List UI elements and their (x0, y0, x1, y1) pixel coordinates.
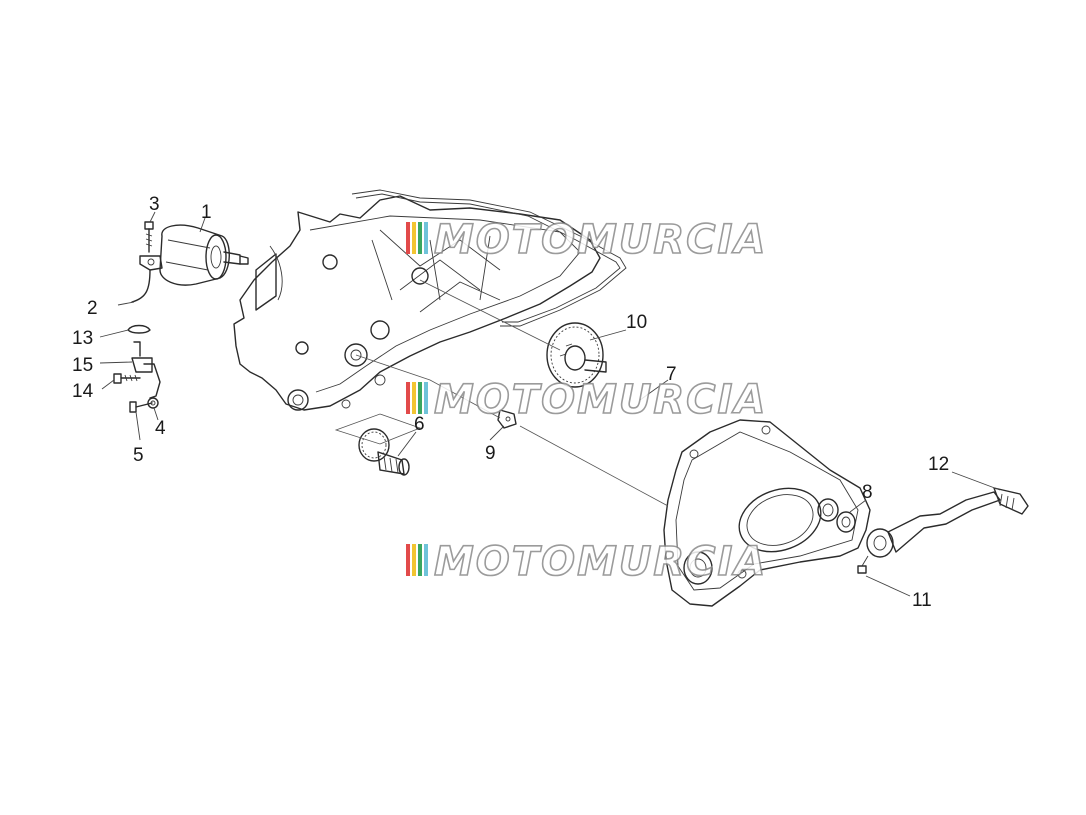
watermark-stripe (406, 222, 410, 254)
callout-7: 7 (666, 364, 677, 385)
bolt-3 (144, 221, 154, 253)
washer-8 (836, 511, 856, 533)
screw-14 (113, 373, 141, 384)
callout-4: 4 (155, 418, 166, 439)
watermark-stripe (412, 544, 416, 576)
callout-5: 5 (133, 445, 144, 466)
watermark-stripe (406, 544, 410, 576)
callout-1: 1 (201, 202, 212, 223)
callout-11: 11 (912, 590, 932, 611)
bracket-cable-2 (131, 255, 163, 303)
leader-lines (99, 211, 1001, 597)
clip-9 (497, 409, 517, 429)
gasket (351, 189, 627, 327)
starter-gear-10 (546, 322, 607, 388)
watermark-text: MOTOMURCIA (434, 217, 767, 263)
callout-13: 13 (72, 328, 93, 349)
gear-6 (358, 428, 410, 476)
watermark-stripe (412, 222, 416, 254)
watermark-stripe (406, 382, 410, 414)
transmission-cover (663, 419, 871, 607)
callout-12: 12 (928, 454, 949, 475)
bolt-11 (857, 555, 869, 574)
callout-8: 8 (862, 482, 873, 503)
callout-2: 2 (87, 298, 98, 319)
watermark-middle: MOTOMURCIA (406, 376, 767, 424)
kick-start-lever-12 (866, 487, 1029, 558)
watermark-text: MOTOMURCIA (434, 539, 767, 585)
callout-9: 9 (485, 443, 496, 464)
assembly-guides (334, 279, 669, 507)
clip-13 (127, 324, 151, 334)
screw-5-washer-4 (129, 397, 159, 413)
starter-motor (159, 224, 249, 286)
callout-15: 15 (72, 355, 93, 376)
watermark-stripe (418, 382, 422, 414)
callout-10: 10 (626, 312, 647, 333)
watermark-stripe (424, 544, 428, 576)
callout-6: 6 (414, 414, 425, 435)
watermark-bottom: MOTOMURCIA (406, 538, 767, 586)
callout-labels: 1 2 3 4 5 6 7 8 9 10 11 12 13 14 15 (72, 194, 949, 611)
watermark-text: MOTOMURCIA (434, 377, 767, 423)
watermark-stripe (412, 382, 416, 414)
watermark-stripe (418, 544, 422, 576)
watermark-stripe (424, 382, 428, 414)
watermark-stripe (418, 222, 422, 254)
callout-3: 3 (149, 194, 160, 215)
crankcase-left (233, 195, 601, 411)
terminal-15 (131, 341, 161, 399)
watermark-top: MOTOMURCIA (406, 216, 767, 264)
watermark-stripe (424, 222, 428, 254)
callout-14: 14 (72, 381, 94, 402)
